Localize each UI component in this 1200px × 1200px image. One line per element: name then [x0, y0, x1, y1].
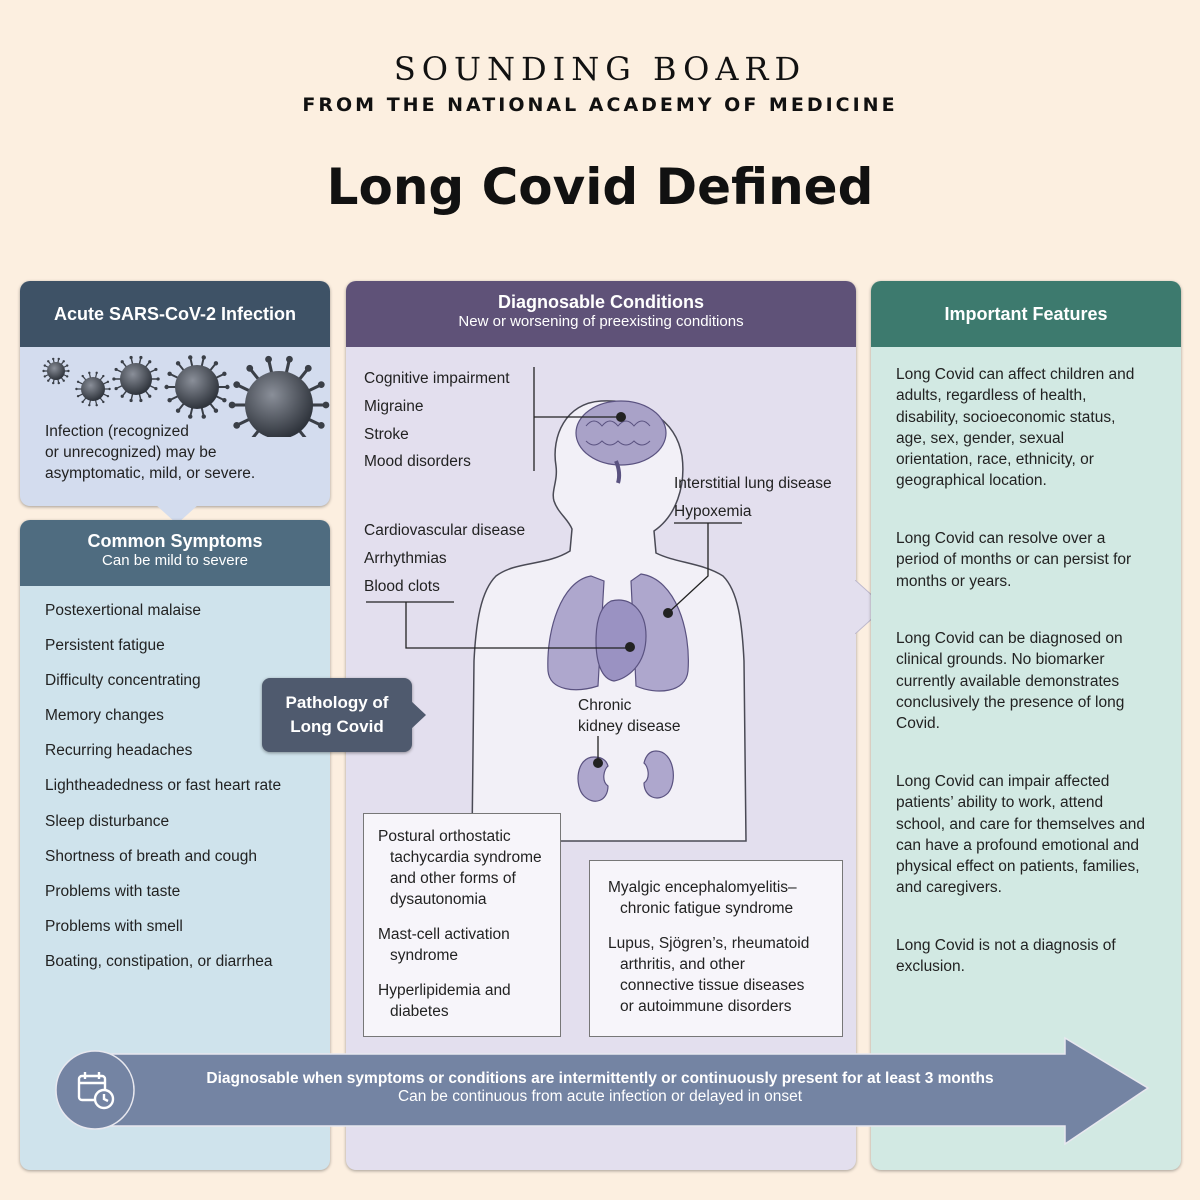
acute-header: Acute SARS-CoV-2 Infection	[20, 281, 330, 347]
conditions-box-left: Postural orthostatic tachycardia syndrom…	[363, 813, 561, 1037]
kidneys-icon	[577, 750, 674, 802]
condition-autoimmune: Lupus, Sjögren’s, rheumatoid arthritis, …	[608, 935, 810, 1015]
timeline-subtitle: Can be continuous from acute infection o…	[397, 1088, 803, 1105]
label-cognitive-impairment: Cognitive impairment	[364, 370, 510, 387]
symptoms-subtitle: Can be mild to severe	[102, 552, 248, 569]
pathology-callout: Pathology of Long Covid	[262, 678, 412, 752]
condition-pots: Postural orthostatic tachycardia syndrom…	[378, 828, 542, 908]
acute-infection-panel: Acute SARS-CoV-2 Infection Infection (re…	[20, 281, 330, 506]
diag-header: Diagnosable Conditions New or worsening …	[346, 281, 856, 347]
label-migraine: Migraine	[364, 398, 424, 415]
label-mood-disorders: Mood disorders	[364, 453, 471, 470]
acute-description: Infection (recognized or unrecognized) m…	[45, 421, 295, 484]
list-item: Shortness of breath and cough	[45, 847, 257, 865]
acute-text-line: Infection (recognized	[45, 423, 189, 440]
list-item: Difficulty concentrating	[45, 672, 201, 690]
list-item: Sleep disturbance	[45, 812, 170, 830]
diagnosable-conditions-panel: Diagnosable Conditions New or worsening …	[346, 281, 856, 1170]
label-stroke: Stroke	[364, 426, 409, 443]
timeline-arrow	[55, 1036, 1150, 1146]
calendar-clock-icon	[77, 1072, 115, 1110]
symptoms-header: Common Symptoms Can be mild to severe	[20, 520, 330, 586]
label-hypoxemia: Hypoxemia	[674, 503, 752, 520]
label-arrhythmias: Arrhythmias	[364, 550, 447, 567]
heart-icon	[595, 599, 647, 682]
diag-subtitle: New or worsening of preexisting conditio…	[458, 313, 744, 330]
label-chronic: Chronic	[578, 697, 632, 714]
label-blood-clots: Blood clots	[364, 578, 440, 595]
kicker: SOUNDING BOARD	[393, 50, 807, 88]
pathology-pointer	[410, 700, 426, 730]
list-item: Boating, constipation, or diarrhea	[45, 952, 273, 970]
conditions-box-right: Myalgic encephalomyelitis– chronic fatig…	[589, 860, 843, 1037]
list-item: Memory changes	[45, 707, 164, 725]
label-cardiovascular-disease: Cardiovascular disease	[364, 522, 526, 539]
list-item: Problems with smell	[45, 917, 183, 935]
acute-text-line: asymptomatic, mild, or severe.	[45, 465, 256, 482]
page-title: Long Covid Defined	[326, 158, 874, 216]
condition-me-cfs: Myalgic encephalomyelitis– chronic fatig…	[608, 879, 797, 917]
acute-text-line: or unrecognized) may be	[45, 444, 217, 461]
timeline-text: Diagnosable when symptoms or conditions …	[120, 1070, 1080, 1106]
symptoms-title: Common Symptoms	[87, 531, 263, 551]
virus-icon	[42, 355, 330, 437]
list-item: Postexertional malaise	[45, 602, 201, 619]
label-interstitial-lung-disease: Interstitial lung disease	[674, 475, 832, 492]
list-item: Recurring headaches	[45, 742, 193, 760]
diag-title: Diagnosable Conditions	[497, 292, 704, 312]
features-title: Important Features	[944, 304, 1108, 324]
features-header: Important Features	[871, 281, 1181, 347]
acute-title: Acute SARS-CoV-2 Infection	[53, 304, 297, 324]
list-item: Persistent fatigue	[45, 637, 165, 655]
list-item: Lightheadedness or fast heart rate	[45, 777, 282, 795]
acute-pointer	[155, 504, 199, 524]
subkicker: FROM THE NATIONAL ACADEMY OF MEDICINE	[302, 94, 898, 116]
symptoms-list: Postexertional malaise Persistent fatigu…	[45, 602, 281, 988]
lungs-icon	[547, 573, 689, 692]
timeline-title: Diagnosable when symptoms or conditions …	[206, 1070, 994, 1087]
condition-hyperlipidemia: Hyperlipidemia and diabetes	[378, 982, 511, 1020]
important-features-panel: Important Features Long Covid can affect…	[871, 281, 1181, 1170]
condition-mast-cell: Mast-cell activation syndrome	[378, 926, 510, 964]
body-illustration	[366, 367, 747, 842]
list-item: Problems with taste	[45, 882, 181, 900]
label-kidney-disease: kidney disease	[578, 718, 681, 735]
